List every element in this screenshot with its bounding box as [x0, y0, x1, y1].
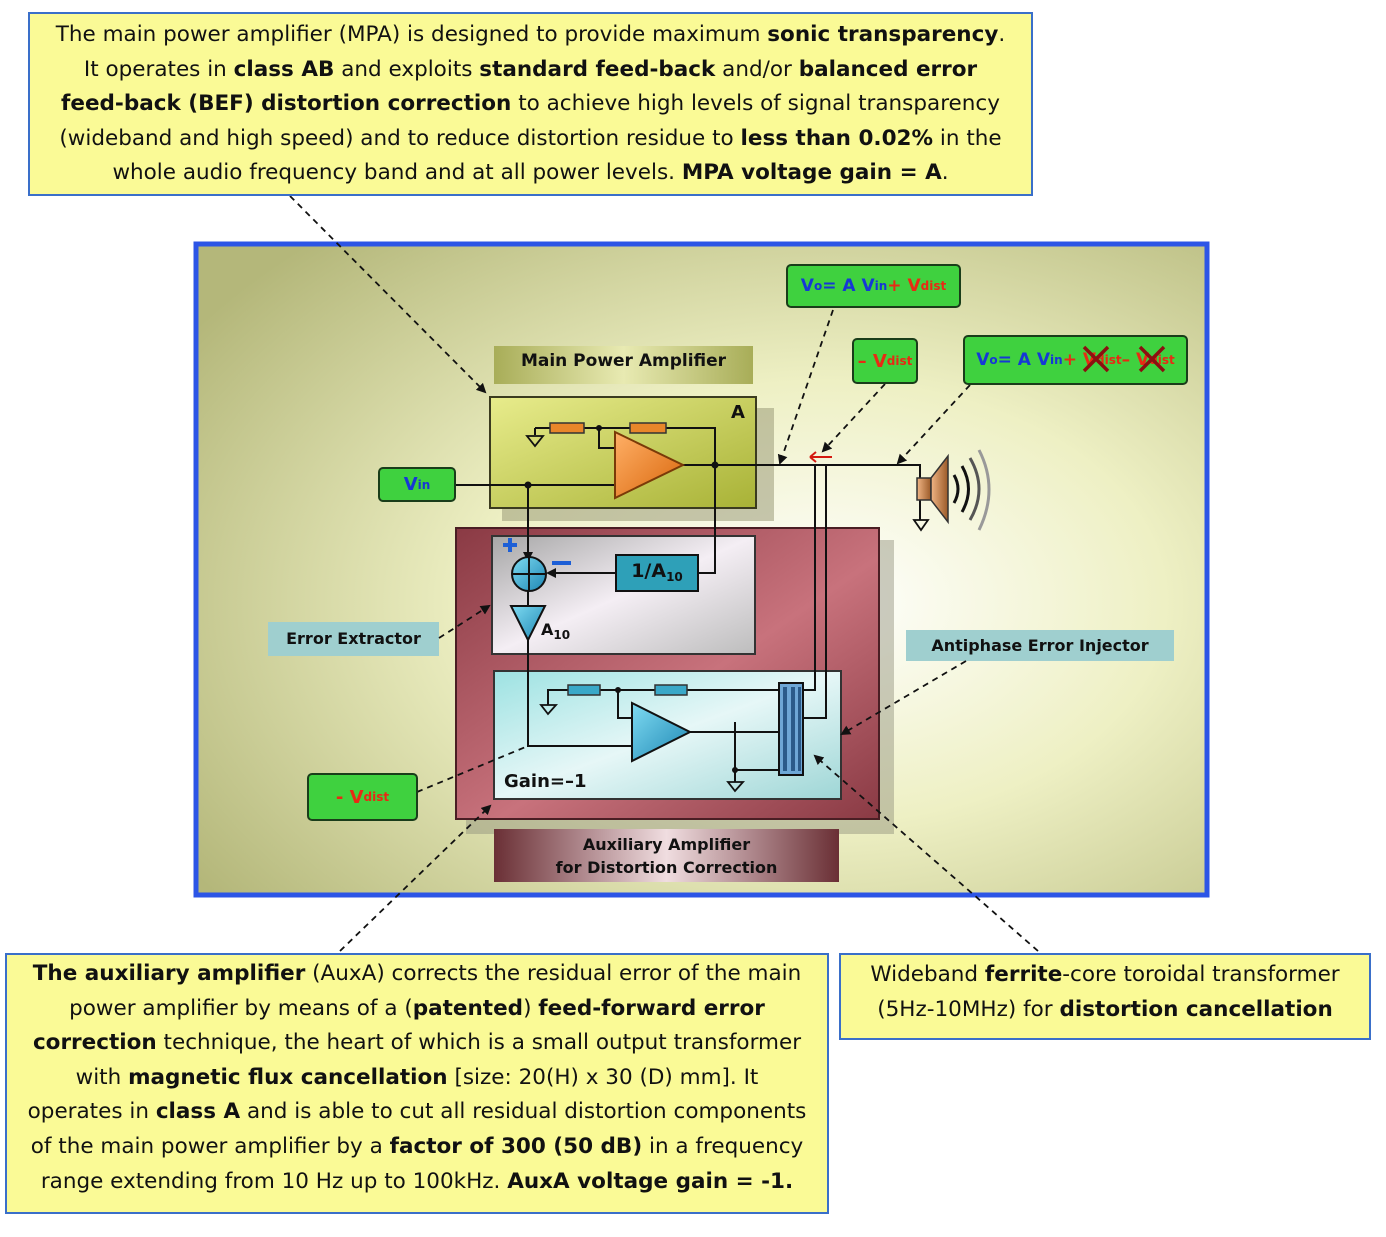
mpa-description-note: The main power amplifier (MPA) is design…: [28, 12, 1033, 196]
a10-label: A10: [541, 620, 571, 642]
aux-title-line1: Auxiliary Amplifier: [582, 835, 751, 854]
aux-title-box: [494, 829, 839, 882]
cross-out-icon: [1082, 345, 1110, 373]
antiphase-error-injector-label: Antiphase Error Injector: [931, 636, 1149, 655]
aux-title-line2: for Distortion Correction: [555, 858, 778, 877]
auxa-description-note: The auxiliary amplifier (AuxA) corrects …: [5, 953, 829, 1214]
antiphase-label-box: [906, 630, 1174, 661]
inverse-gain-label: 1/A10: [631, 560, 683, 584]
aux-opamp-triangle: [631, 701, 693, 763]
mpa-title-box: [494, 346, 753, 384]
speaker-icon: [916, 449, 991, 531]
cross-out-icon: [1138, 345, 1166, 373]
summer-node: [511, 556, 547, 592]
error-extractor-label-box: [268, 622, 439, 656]
mpa-gain-label: A: [731, 402, 745, 423]
gain-minus-one-label: Gain=–1: [504, 771, 587, 792]
transformer-description-note: Wideband ferrite-core toroidal transform…: [839, 953, 1371, 1040]
a10-triangle: [509, 605, 547, 643]
mpa-title: Main Power Amplifier: [520, 351, 727, 371]
mpa-opamp-triangle: [614, 430, 686, 500]
transformer: [778, 682, 804, 776]
error-extractor-label: Error Extractor: [286, 629, 421, 648]
inverse-gain-box: [615, 554, 699, 592]
